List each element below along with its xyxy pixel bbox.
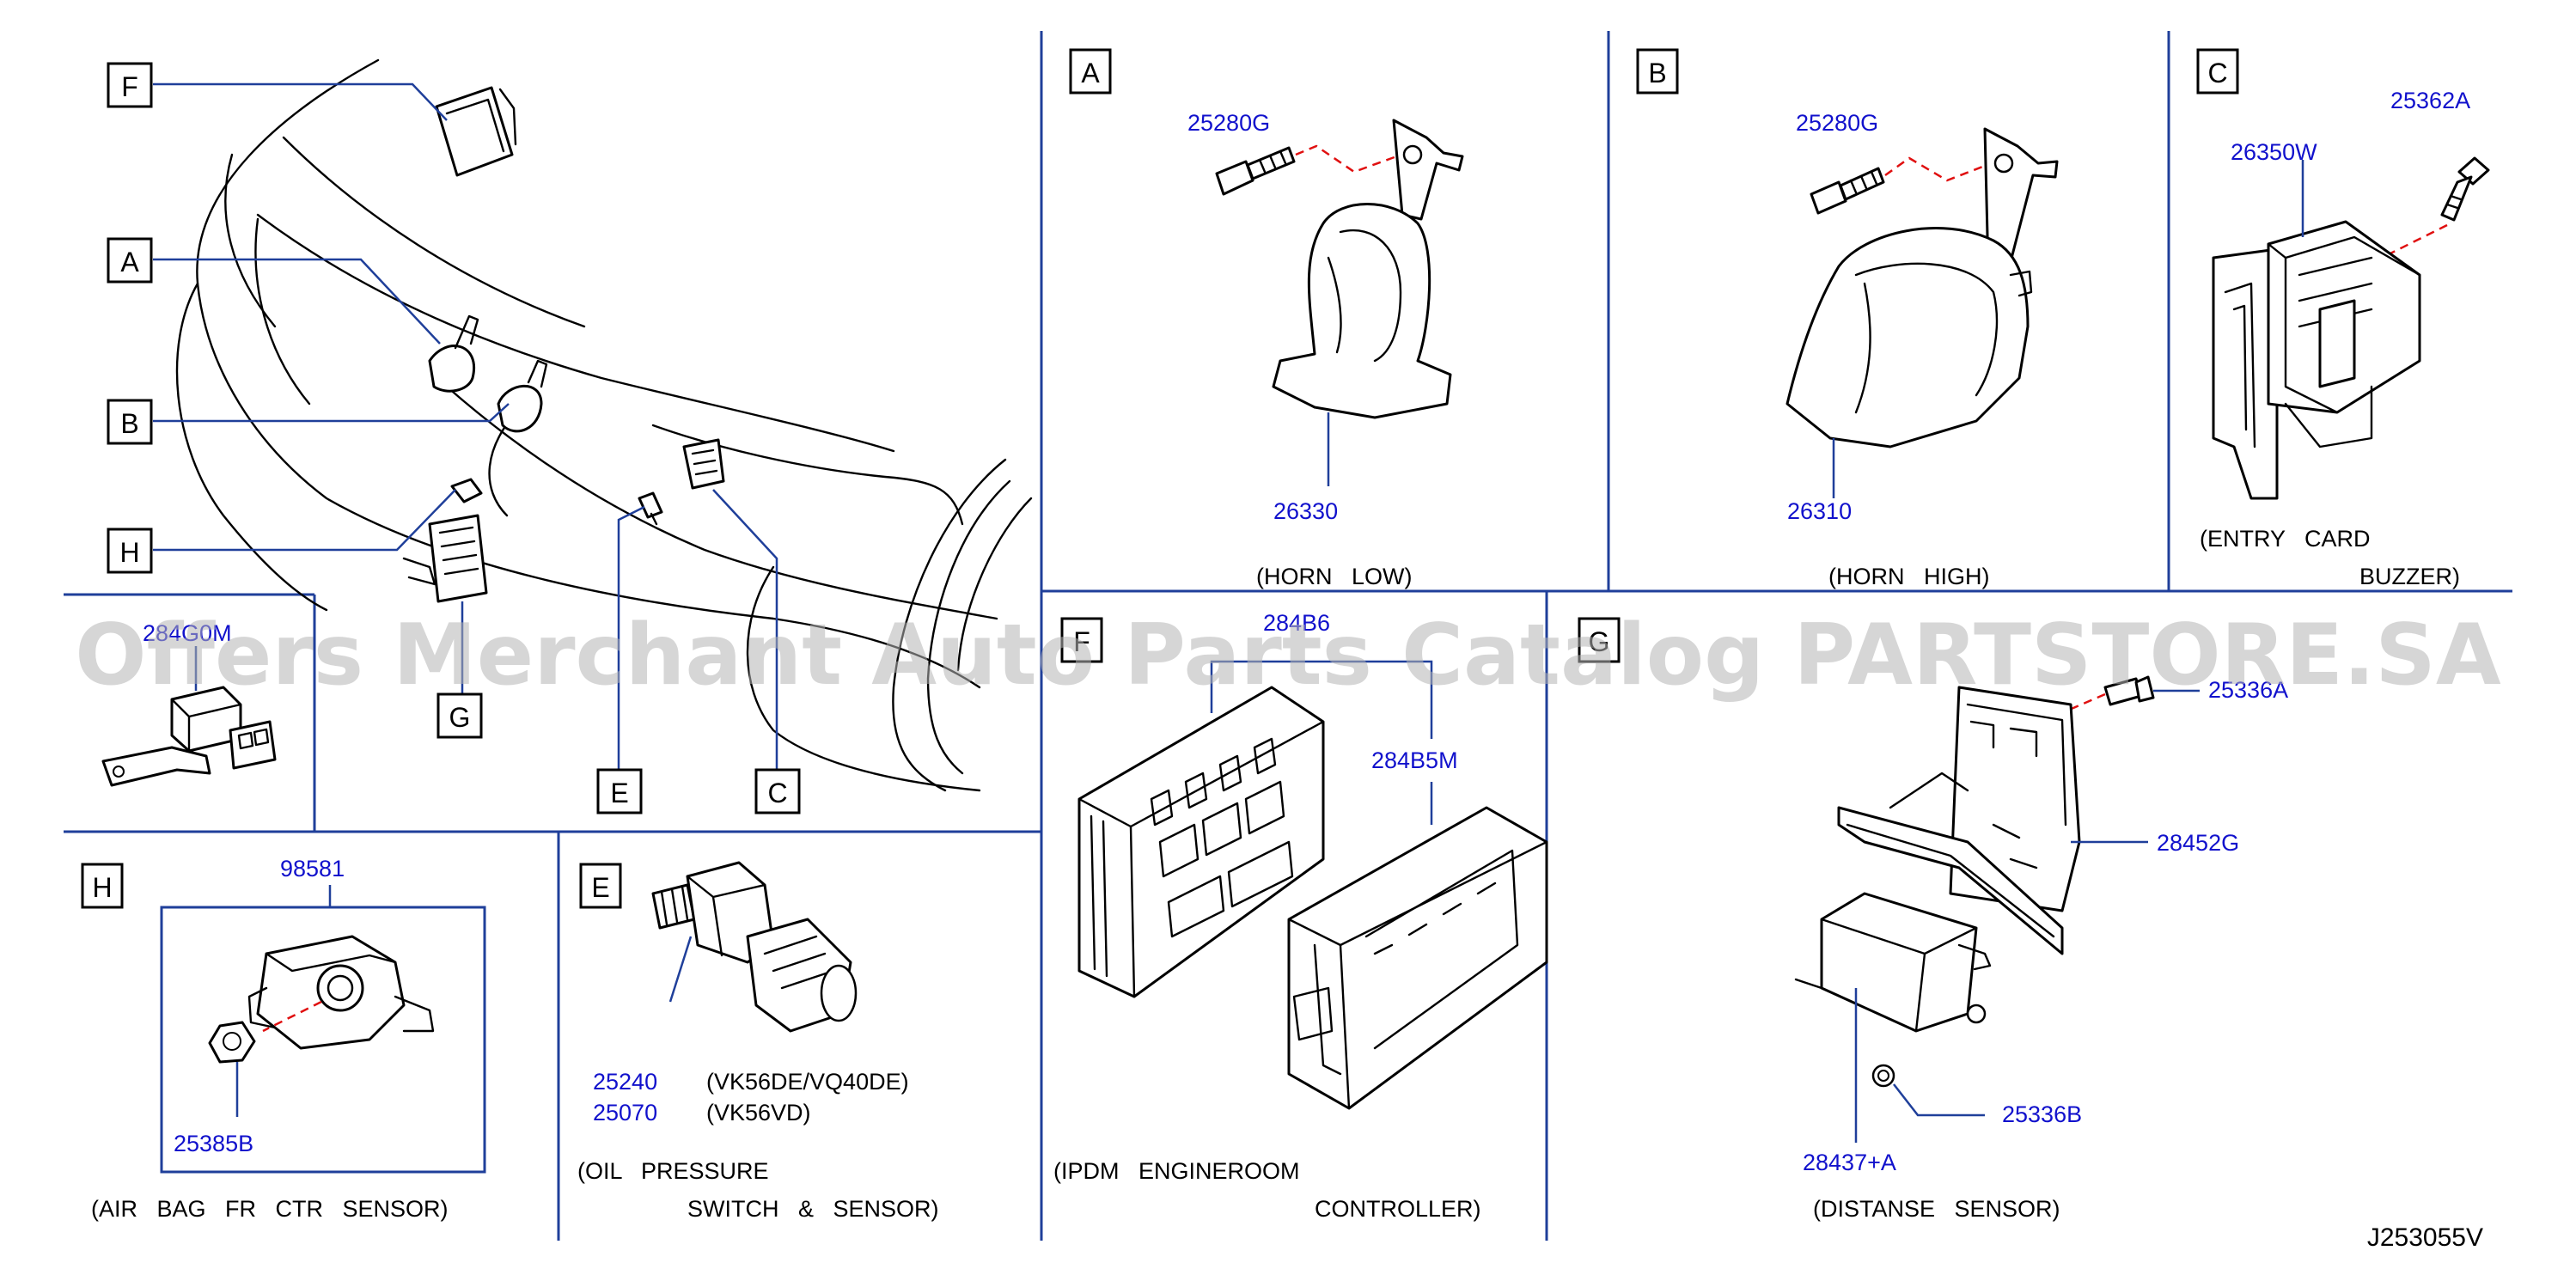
section-ref-a: A	[1081, 58, 1100, 88]
part-number: 25070	[593, 1100, 657, 1126]
section-ref-c: C	[2207, 58, 2227, 88]
callout-box	[436, 692, 483, 739]
callout-box	[107, 62, 153, 108]
callout-label-g: G	[449, 702, 471, 733]
overview-part-horn-high	[497, 359, 548, 433]
section-caption: (AIR BAG FR CTR SENSOR)	[91, 1196, 449, 1222]
part-number: 284B6	[1263, 610, 1330, 636]
part-number: 25385B	[174, 1131, 253, 1156]
overview-part-buzzer	[435, 86, 517, 177]
part-number: 28452G	[2157, 830, 2239, 856]
callout-box	[107, 237, 153, 284]
section-e-oil-pressure: E 25240 25070 (VK56DE/VQ40DE) (VK56VD) (…	[577, 861, 939, 1222]
part-number: 284B5M	[1371, 747, 1458, 773]
part-number: 25280G	[1187, 110, 1270, 136]
variant-label: (VK56DE/VQ40DE)	[706, 1069, 909, 1095]
part-number: 25336B	[2002, 1101, 2082, 1127]
section-caption: (HORN LOW)	[1256, 564, 1413, 589]
part-number: 26310	[1787, 498, 1852, 524]
part-number: 284G0M	[143, 620, 232, 646]
callout-label-h: H	[119, 537, 139, 568]
section-caption: (ENTRY CARD	[2200, 526, 2371, 552]
section-a-horn-low: A 25280G 26330 (HORN LOW)	[1069, 48, 1464, 589]
overview-part-ipdm	[682, 438, 725, 490]
section-caption: (DISTANSE SENSOR)	[1813, 1196, 2060, 1222]
part-number: 25240	[593, 1069, 657, 1095]
vehicle-overview	[153, 58, 1033, 792]
section-mid-left: 284G0M	[101, 620, 277, 787]
callout-box	[107, 528, 153, 574]
section-caption: BUZZER)	[2359, 564, 2460, 589]
overview-part-distance-sensor	[402, 514, 488, 603]
part-number: 26330	[1273, 498, 1338, 524]
callout-label-a: A	[120, 247, 139, 278]
callout-box	[107, 399, 153, 445]
section-g-distance-sensor: G 25336A 28452G 28437+A 25336B (DISTANSE…	[1578, 617, 2288, 1222]
callout-box	[754, 768, 801, 814]
section-ref-e: E	[591, 872, 609, 903]
section-caption: CONTROLLER)	[1315, 1196, 1481, 1222]
section-f-ipdm: F 284B6 284B5M (IPDM ENGINEROOM CONTROLL…	[1053, 610, 1548, 1222]
callout-label-e: E	[610, 778, 628, 808]
section-ref-f: F	[1073, 626, 1090, 657]
part-number: 25362A	[2390, 88, 2470, 113]
section-ref-h: H	[92, 872, 112, 903]
section-caption: (HORN HIGH)	[1828, 564, 1989, 589]
section-caption: SWITCH & SENSOR)	[687, 1196, 939, 1222]
section-caption: (IPDM ENGINEROOM	[1053, 1158, 1300, 1184]
section-caption: (OIL PRESSURE	[577, 1158, 769, 1184]
watermark: Offers Merchant Auto Parts Catalog PARTS…	[75, 607, 2501, 705]
part-number: 26350W	[2231, 139, 2317, 165]
part-number: 25336A	[2208, 677, 2288, 703]
callout-label-f: F	[121, 71, 138, 102]
section-ref-b: B	[1648, 58, 1666, 88]
part-number: 28437+A	[1803, 1150, 1896, 1175]
section-b-horn-high: B 25280G 26310 (HORN HIGH)	[1636, 48, 2059, 589]
overview-part-oil-pressure	[638, 491, 663, 526]
section-h-air-bag-sensor: H 98581 25385B (AIR BAG FR CTR SENSOR)	[81, 856, 486, 1222]
part-number: 25280G	[1796, 110, 1878, 136]
variant-label: (VK56VD)	[706, 1100, 811, 1126]
callout-label-b: B	[120, 408, 138, 439]
callout-label-c: C	[767, 778, 787, 808]
part-number: 98581	[280, 856, 345, 882]
section-ref-g: G	[1589, 626, 1610, 657]
overview-callouts: F A B H G E C	[107, 62, 801, 814]
callout-box	[596, 768, 643, 814]
diagram-id: J253055V	[2367, 1223, 2483, 1252]
overview-part-horn-low	[428, 314, 479, 393]
section-c-entry-card-buzzer: C 26350W 25362A (ENTRY CARD BUZZER)	[2196, 48, 2490, 589]
overview-part-air-bag-sensor	[450, 478, 483, 503]
assembly-box	[160, 906, 486, 1174]
